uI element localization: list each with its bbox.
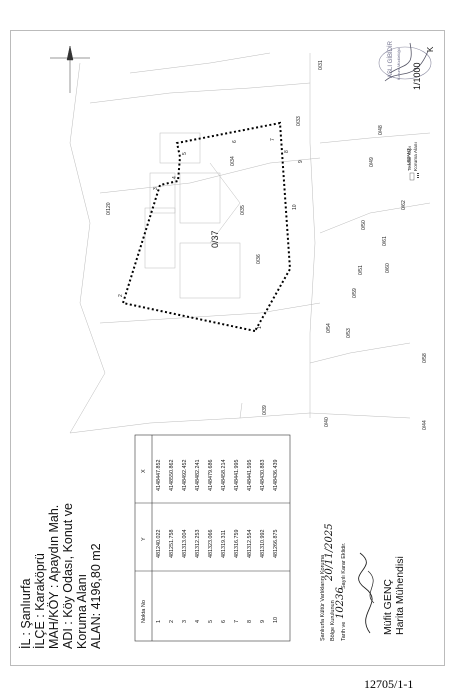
coordinate-table-grid xyxy=(134,434,291,642)
point-1: 1 xyxy=(257,326,263,329)
stamp-text: ASLI GİBİDİR xyxy=(388,40,394,78)
parcel-label-50: 0/50 xyxy=(361,220,367,230)
parcel-label-33: 0/33 xyxy=(296,116,302,126)
parcel-label-54: 0/54 xyxy=(326,323,332,333)
point-4: 4 xyxy=(172,176,178,179)
document-number: 12705/1-1 xyxy=(364,677,414,691)
north-letter: K xyxy=(426,46,435,52)
parcel-label-48: 0/48 xyxy=(378,125,384,135)
parcel-label-62: 0/62 xyxy=(401,200,407,210)
parcel-label-120: 0/120 xyxy=(106,202,112,215)
point-5: 5 xyxy=(182,152,188,155)
signature-scribble xyxy=(358,552,375,634)
parcel-label-58: 0/58 xyxy=(422,353,428,363)
sheet-frame xyxy=(10,30,445,666)
map-scale: 1/1000 xyxy=(412,62,422,90)
point-6: 6 xyxy=(232,140,238,143)
map-drawing xyxy=(50,42,432,434)
point-10: 10 xyxy=(292,204,298,210)
parcel-label-35: 0/35 xyxy=(240,205,246,215)
point-9: 9 xyxy=(298,160,304,163)
point-7: 7 xyxy=(270,138,276,141)
stamp-subtext: Kurum Müdürlüğü xyxy=(396,48,401,80)
parcel-label-59: 0/59 xyxy=(352,288,358,298)
parcel-label-36: 0/36 xyxy=(256,254,262,264)
parcel-label-34: 0/34 xyxy=(230,156,236,166)
buildings xyxy=(144,132,241,299)
parcel-label-main: 0/37 xyxy=(210,230,220,248)
legend-symbols xyxy=(409,172,419,181)
parcel-label-39: 0/39 xyxy=(262,405,268,415)
legend-protection-area: Koruma Alanı xyxy=(414,142,419,171)
parcel-label-61: 0/61 xyxy=(382,236,388,246)
parcel-label-60: 0/60 xyxy=(385,263,391,273)
parcel-label-53: 0/53 xyxy=(346,328,352,338)
parcel-boundaries xyxy=(69,52,431,434)
legend-registered-building: Tescilli Yapı xyxy=(408,146,413,171)
rotated-map-content: İL : Şanlıurfa İLÇE : Karaköprü MAH/KÖY … xyxy=(10,33,442,663)
parcel-label-44: 0/44 xyxy=(422,420,428,430)
parcel-label-40: 0/40 xyxy=(324,417,330,427)
point-8: 8 xyxy=(284,150,290,153)
stamp xyxy=(378,42,432,82)
point-2: 2 xyxy=(118,294,124,297)
protection-area-boundary xyxy=(121,121,292,333)
parcel-label-31: 0/31 xyxy=(318,60,324,70)
parcel-label-51: 0/51 xyxy=(358,265,364,275)
north-arrow xyxy=(50,45,90,93)
parcel-label-49: 0/49 xyxy=(369,157,375,167)
point-3: 3 xyxy=(153,187,159,190)
